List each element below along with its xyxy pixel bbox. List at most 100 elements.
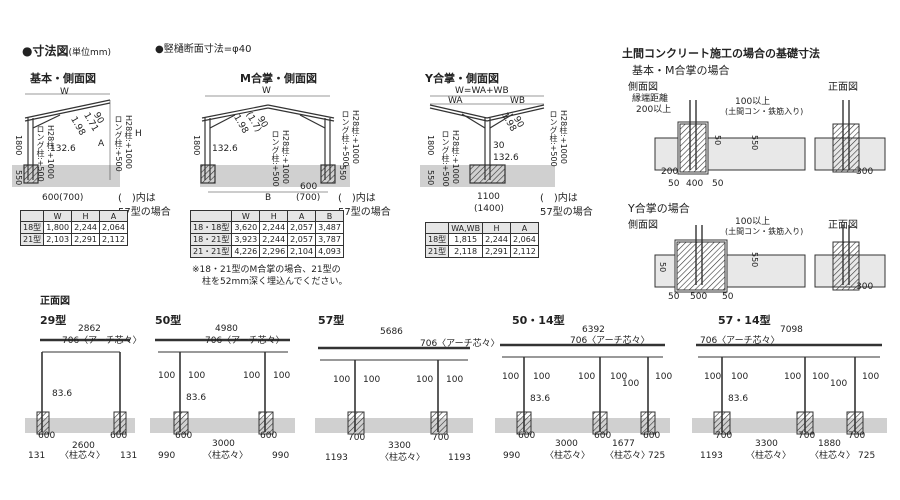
y-wb: WB <box>510 96 526 106</box>
foundation-rebar-2: (土間コン・鉄筋入り) <box>725 227 804 236</box>
foundation-rebar-1: (土間コン・鉄筋入り) <box>725 107 804 116</box>
front-29-edge-l: 131 <box>28 451 46 461</box>
m-b: B <box>265 193 272 203</box>
y-side-structure <box>429 95 545 184</box>
foundation-front-2: 正面図 <box>828 220 858 231</box>
m-1800: 1800 <box>192 135 201 156</box>
front-50-g2: 100 <box>188 371 206 381</box>
foundation-over-2: 100以上 <box>735 217 771 227</box>
front-57-g2: 100 <box>363 375 381 385</box>
page-title: ●寸法図(単位mm) <box>22 44 112 58</box>
foundation-300-1: 300 <box>856 167 874 177</box>
front-57-14 <box>692 343 887 435</box>
y-wa: WA <box>448 96 463 106</box>
foundation-sub1: 基本・M合掌の場合 <box>632 64 730 77</box>
front-5014-total: 6392 <box>582 325 605 335</box>
foundation-y-front <box>814 225 886 291</box>
m-base2: (700) <box>296 193 321 203</box>
foundation-sub2: Y合掌の場合 <box>628 202 690 215</box>
y-1800: 1800 <box>426 135 435 156</box>
foundation-edge2: 200以上 <box>636 105 672 115</box>
front-50-pitch: 3000 <box>212 439 235 449</box>
pipe-note: ●竪樋断面寸法=φ40 <box>155 44 252 55</box>
kihon-side-structure <box>23 93 111 184</box>
kihon-550: 550 <box>14 170 23 186</box>
front-29-total: 2862 <box>78 324 101 334</box>
foundation-over-1: 100以上 <box>735 97 771 107</box>
kihon-a: A <box>98 139 105 149</box>
foundation-kihon-side <box>654 100 806 175</box>
front-57-edge-l: 1193 <box>325 453 348 463</box>
m-post-l: ロング柱:+500 <box>271 130 280 187</box>
front-5014-base-m: 600 <box>594 431 612 441</box>
foundation-200: 200 <box>661 167 679 177</box>
front-29-h: 83.6 <box>52 389 73 399</box>
front-5014-g2: 100 <box>533 372 551 382</box>
front-57-name: 57型 <box>318 314 345 327</box>
ground-band-m <box>200 165 350 187</box>
front-50-edge-l: 990 <box>158 451 176 461</box>
front-50-total: 4980 <box>215 324 238 334</box>
kihon-post-h: H28柱:+1000 <box>46 125 55 179</box>
front-57-g4: 100 <box>446 375 464 385</box>
m-post-h-r: H28柱:+1000 <box>351 110 360 164</box>
front-5714-arch: 706〈アーチ芯々〉 <box>700 336 780 346</box>
front-5014-edge-r: 725 <box>648 451 666 461</box>
front-5714-g6: 100 <box>862 372 880 382</box>
front-50-edge-r: 990 <box>272 451 290 461</box>
kihon-note-l2: 57型の場合 <box>118 207 171 218</box>
m-base: 600 <box>300 182 318 192</box>
front-50-14 <box>495 343 670 435</box>
kihon-post-l-r: ロング柱:+500 <box>114 115 123 172</box>
y-d30: 30 <box>493 141 505 151</box>
front-5014-pitch2: 1677 <box>612 439 635 449</box>
y-550: 550 <box>426 170 435 186</box>
m-ang: 132.6 <box>212 144 238 154</box>
foundation-300-2: 300 <box>856 282 874 292</box>
front-29-edge-r: 131 <box>120 451 138 461</box>
front-57-base-l: 700 <box>348 433 366 443</box>
front-5714-g2: 100 <box>731 372 749 382</box>
foundation-50-e: 50 <box>722 292 734 302</box>
front-5014-g1: 100 <box>502 372 520 382</box>
front-57-g1: 100 <box>333 375 351 385</box>
front-5714-base-l: 700 <box>715 431 733 441</box>
m-note-l2: 57型の場合 <box>338 207 391 218</box>
front-50-pitch-l: 〈柱芯々〉 <box>203 451 249 461</box>
front-5014-g4: 100 <box>610 372 628 382</box>
kihon-w: W <box>60 87 69 97</box>
front-57-pitch-l: 〈柱芯々〉 <box>380 453 426 463</box>
front-5014-pitch: 3000 <box>555 439 578 449</box>
front-57-base-r: 700 <box>432 433 450 443</box>
front-57-arch: 706〈アーチ芯々〉 <box>420 339 500 349</box>
foundation-50-2: 50 <box>658 262 667 273</box>
front-5014-arch: 706〈アーチ芯々〉 <box>570 336 650 346</box>
y-note-l1: ( )内は <box>540 193 578 204</box>
y-title: Y合掌・側面図 <box>425 72 499 85</box>
front-29-pitch-l: 〈柱芯々〉 <box>60 451 106 461</box>
front-5014-name: 50・14型 <box>512 314 565 327</box>
front-5714-pitch: 3300 <box>755 439 778 449</box>
foundation-50-c: 50 <box>712 179 724 189</box>
foundation-side-1: 側面図 <box>628 82 658 93</box>
front-29-arch: 706〈アーチ芯々〉 <box>62 336 142 346</box>
foundation-550-2: 550 <box>750 252 759 268</box>
m-post-l-r: ロング柱:+500 <box>341 110 350 167</box>
front-5014-g6: 100 <box>655 372 673 382</box>
front-5014-pitch-l2: 〈柱芯々〉 <box>605 451 651 461</box>
y-post-h: H28柱:+1000 <box>451 130 460 184</box>
foundation-side-2: 側面図 <box>628 220 658 231</box>
front-5714-g4: 100 <box>812 372 830 382</box>
y-post-l-r: ロング柱:+500 <box>549 110 558 167</box>
foundation-500: 500 <box>690 292 708 302</box>
front-5714-pitch-l2: 〈柱芯々〉 <box>810 451 856 461</box>
front-5714-name: 57・14型 <box>718 314 771 327</box>
y-post-h-r: H28柱:+1000 <box>559 110 568 164</box>
front-50-name: 50型 <box>155 314 182 327</box>
front-5014-base-l: 600 <box>518 431 536 441</box>
kihon-ang: 132.6 <box>50 144 76 154</box>
foundation-edge: 縁端距離 <box>632 94 669 104</box>
